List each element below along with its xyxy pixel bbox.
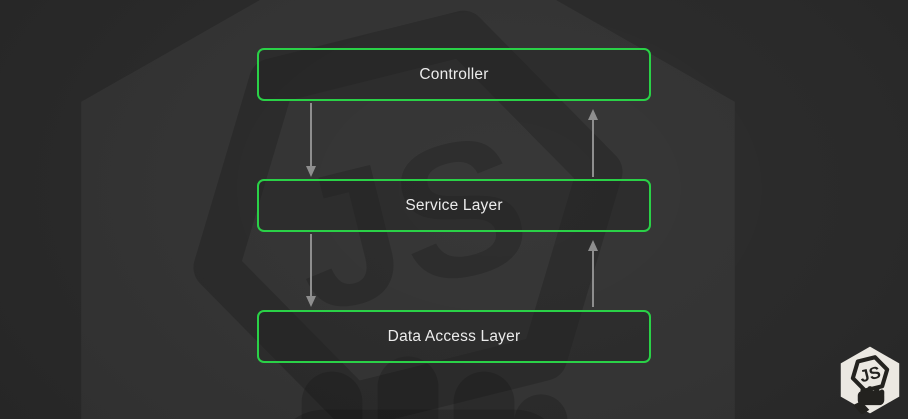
node-service-layer: Service Layer xyxy=(257,179,651,232)
edge-controller-to-service-down xyxy=(306,103,316,177)
node-service-layer-label: Service Layer xyxy=(405,196,503,214)
node-controller-label: Controller xyxy=(419,65,489,83)
node-data-access-layer-label: Data Access Layer xyxy=(387,327,521,345)
brand-logo xyxy=(836,346,904,414)
node-controller: Controller xyxy=(257,48,651,101)
node-data-access-layer: Data Access Layer xyxy=(257,310,651,363)
edge-dataaccess-to-service-up xyxy=(588,240,598,307)
edge-service-to-dataaccess-down xyxy=(306,234,316,307)
edge-service-to-controller-up xyxy=(588,109,598,177)
